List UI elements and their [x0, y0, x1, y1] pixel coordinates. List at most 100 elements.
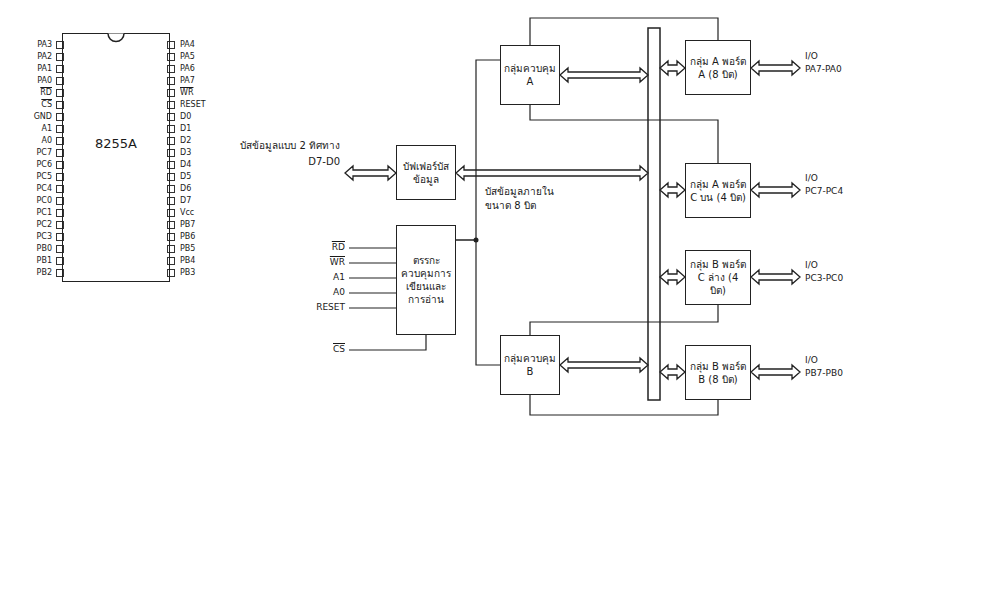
io-label: I/O: [805, 51, 885, 62]
input-wire: [349, 292, 396, 293]
io-arrow: [751, 183, 800, 197]
signal-name: PC3-PC0: [805, 273, 885, 284]
port-box: กลุ่ม B พอร์ต C ล่าง (4 บิต): [685, 250, 751, 305]
box-text: บัฟเฟอร์บัสข้อมูล: [400, 160, 452, 186]
pin-name: D3: [180, 148, 230, 158]
buffer-box: บัฟเฟอร์บัสข้อมูล: [396, 145, 456, 200]
pin-name: PA1: [2, 64, 52, 74]
pin-name: A0: [2, 136, 52, 146]
io-label: I/O: [805, 260, 885, 271]
pin-name: PB5: [180, 244, 230, 254]
pin-name: PA2: [2, 52, 52, 62]
input-wire: [349, 307, 396, 308]
pin-name: GND: [2, 112, 52, 122]
pin-name: PC3: [2, 232, 52, 242]
bus-arrow: [345, 166, 396, 180]
pin-name: PC4: [2, 184, 52, 194]
pin-name: D2: [180, 136, 230, 146]
bus-arrow: [456, 166, 648, 180]
input-wire: [349, 247, 396, 248]
pin-name: PB0: [2, 244, 52, 254]
box-text: 8255A: [95, 136, 137, 153]
box-text: กลุ่มควบคุม A: [504, 62, 556, 88]
pin-name: PB2: [2, 268, 52, 278]
pin-name: Vcc: [180, 208, 230, 218]
signal-name: PC7-PC4: [805, 186, 885, 197]
box-text: ตรรกะควบคุมการเขียนและการอ่าน: [400, 254, 452, 306]
pin-name: D0: [180, 112, 230, 122]
bus-arrow: [560, 358, 648, 372]
signal-name: RD: [290, 242, 345, 253]
pin-name: PC6: [2, 160, 52, 170]
input-wire: [349, 262, 396, 263]
port-box: กลุ่ม A พอร์ต C บน (4 บิต): [685, 163, 751, 218]
pin-name: PC0: [2, 196, 52, 206]
bus-arrow: [660, 270, 685, 284]
pin-name: PC2: [2, 220, 52, 230]
box-text: กลุ่ม A พอร์ต A (8 บิต): [689, 55, 747, 81]
pin-name: PB7: [180, 220, 230, 230]
pin-name: PA7: [180, 76, 230, 86]
internal-bus: [648, 28, 660, 400]
bus-arrow: [660, 183, 685, 197]
pin-name: PA5: [180, 52, 230, 62]
bus-arrow: [660, 61, 685, 75]
port-box: กลุ่ม B พอร์ต B (8 บิต): [685, 345, 751, 400]
bus-label: บัสข้อมูลภายใน: [485, 186, 625, 198]
pin-name: RESET: [180, 100, 230, 110]
pin-name: PC5: [2, 172, 52, 182]
pin-name: PA3: [2, 40, 52, 50]
pin-name: PB1: [2, 256, 52, 266]
control-group-box: กลุ่มควบคุม A: [500, 45, 560, 105]
pin-name: PB6: [180, 232, 230, 242]
box-text: กลุ่ม B พอร์ต C ล่าง (4 บิต): [689, 258, 747, 297]
io-label: I/O: [805, 173, 885, 184]
pin-name: RD: [2, 88, 52, 98]
control-line: [456, 60, 500, 240]
control-line: [530, 305, 718, 335]
box-text: กลุ่ม A พอร์ต C บน (4 บิต): [689, 178, 747, 204]
bus-label: บัสข้อมูลแบบ 2 ทิศทาง: [200, 140, 340, 152]
pin-name: D6: [180, 184, 230, 194]
bus-arrow: [660, 365, 685, 379]
signal-name: RESET: [290, 302, 345, 313]
io-arrow: [751, 365, 800, 379]
input-wire: [349, 335, 426, 350]
pin-name: PC7: [2, 148, 52, 158]
box-text: กลุ่มควบคุม B: [504, 352, 556, 378]
pin-name: WR: [180, 88, 230, 98]
pin-name: CS: [2, 100, 52, 110]
pin-name: PC1: [2, 208, 52, 218]
io-arrow: [751, 61, 800, 75]
signal-name: PB7-PB0: [805, 368, 885, 379]
signal-name: WR: [290, 257, 345, 268]
pin-name: PA0: [2, 76, 52, 86]
pin-name: D5: [180, 172, 230, 182]
signal-name: A0: [290, 287, 345, 298]
signal-name: A1: [290, 272, 345, 283]
pin-name: PA6: [180, 64, 230, 74]
port-box: กลุ่ม A พอร์ต A (8 บิต): [685, 40, 751, 95]
input-wire: [349, 277, 396, 278]
control-line: [530, 105, 718, 163]
pin-column: [167, 39, 175, 279]
chip-notch: [108, 34, 124, 42]
pin-name: PB3: [180, 268, 230, 278]
bus-arrow: [560, 68, 648, 82]
box-text: กลุ่ม B พอร์ต B (8 บิต): [689, 360, 747, 386]
signal-name: CS: [290, 344, 345, 355]
io-arrow: [751, 270, 800, 284]
io-label: I/O: [805, 355, 885, 366]
pin-name: D7: [180, 196, 230, 206]
pin-name: PA4: [180, 40, 230, 50]
pin-name: D4: [180, 160, 230, 170]
control-line: [456, 240, 500, 365]
signal-name: PA7-PA0: [805, 64, 885, 75]
control-logic-box: ตรรกะควบคุมการเขียนและการอ่าน: [396, 225, 456, 335]
pin-name: PB4: [180, 256, 230, 266]
